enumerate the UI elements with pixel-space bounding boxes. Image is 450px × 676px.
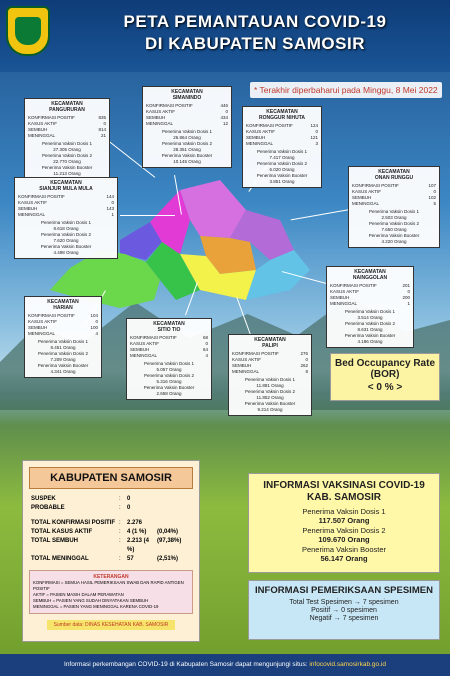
dose2-label: Penerima Vaksin Dosis 2 [302, 526, 386, 535]
specimen-positive: Positif → 0 spesimen [311, 607, 377, 614]
footer: Informasi perkembangan COVID-19 di Kabup… [0, 654, 450, 676]
summary-row: TOTAL KONFIRMASI POSITIF:2.276 [31, 520, 143, 526]
dose1-value: 117.507 Orang [318, 516, 370, 525]
samosir-map [50, 180, 310, 308]
legend-line: AKTIF = PASIEN MASIH DALAM PERAWATAN [33, 592, 124, 597]
data-source: Sumber data: DINAS KESEHATAN KAB. SAMOSI… [47, 620, 175, 630]
legend-line: MENINGGAL = PASIEN YANG MENINGGAL KARENA… [33, 604, 159, 609]
map-simanindo [180, 180, 246, 238]
legend-box: KETERANGAN KONFIRMASI = SEMUA HASIL PEME… [29, 570, 193, 614]
map-nainggolan [246, 250, 310, 300]
kabupaten-summary: KABUPATEN SAMOSIR SUSPEK:0 PROBABLE:0 TO… [22, 460, 200, 642]
map-onanrunggu [200, 236, 256, 274]
legend-line: SEMBUH = PASIEN YANG SUDAH DINYATAKAN SE… [33, 598, 149, 603]
samosir-logo-icon [6, 6, 50, 56]
map-ronggur [230, 210, 294, 260]
map-harian [50, 250, 160, 308]
footer-link[interactable]: infocovid.samosirkab.go.id [309, 661, 386, 668]
last-updated: * Terakhir diperbaharui pada Minggu, 8 M… [250, 82, 442, 98]
kabupaten-title: KABUPATEN SAMOSIR [29, 467, 193, 489]
map-sianjur [120, 222, 162, 260]
legend-title: KETERANGAN [93, 574, 129, 580]
dose2-value: 109.670 Orang [318, 535, 370, 544]
booster-label: Penerima Vaksin Booster [301, 545, 387, 554]
dose1-label: Penerima Vaksin Dosis 1 [302, 507, 386, 516]
header: PETA PEMANTAUAN COVID-19 DI KABUPATEN SA… [0, 0, 450, 72]
summary-row: TOTAL KASUS AKTIF:4 (1 %)(0,04%) [31, 529, 179, 535]
summary-row: SUSPEK:0 [31, 496, 131, 502]
specimen-total: Total Test Spesimen → 7 spesimen [289, 599, 399, 606]
booster-value: 56.147 Orang [320, 554, 368, 563]
legend-line: KONFIRMASI = SEMUA HASIL PEMERIKSAAN SWA… [33, 580, 184, 591]
summary-row: TOTAL MENINGGAL:57(2,51%) [31, 556, 179, 562]
vaccination-box: INFORMASI VAKSINASI COVID-19 KAB. SAMOSI… [248, 473, 440, 573]
page-title-line1: PETA PEMANTAUAN COVID-19 [123, 12, 387, 31]
page-title-line2: DI KABUPATEN SAMOSIR [145, 34, 365, 53]
specimen-negative: Negatif → 7 spesimen [309, 615, 379, 622]
map-sitiotio [146, 242, 200, 300]
vaccination-subtitle: KAB. SAMOSIR [307, 492, 381, 503]
map-palipi [180, 254, 256, 300]
bor-title: Bed Occupancy Rate [334, 358, 436, 369]
bor-value: < 0 % > [367, 382, 403, 393]
specimen-box: INFORMASI PEMERIKSAAN SPESIMEN Total Tes… [248, 580, 440, 640]
specimen-title: INFORMASI PEMERIKSAAN SPESIMEN [255, 585, 433, 596]
vaccination-title: INFORMASI VAKSINASI COVID-19 [263, 480, 425, 491]
bor-box: Bed Occupancy Rate (BOR) < 0 % > [330, 353, 440, 401]
summary-row: TOTAL SEMBUH:2.213 (4 %)(97,38%) [31, 538, 182, 553]
footer-text: Informasi perkembangan COVID-19 di Kabup… [64, 661, 308, 668]
summary-row: PROBABLE:0 [31, 505, 131, 511]
bor-subtitle: (BOR) [370, 369, 400, 380]
